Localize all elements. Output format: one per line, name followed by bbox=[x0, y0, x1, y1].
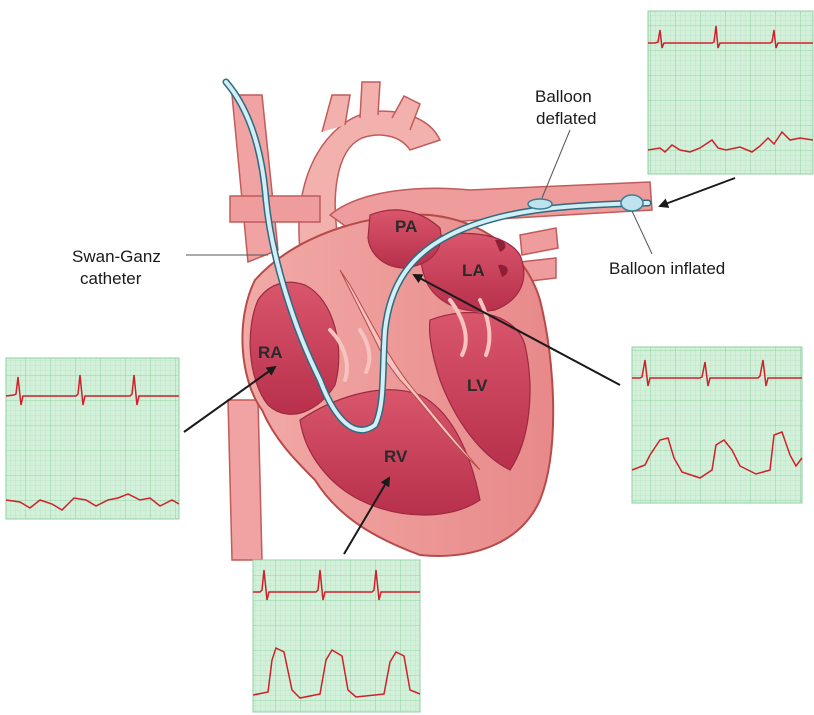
label-la: LA bbox=[462, 261, 485, 280]
callout-swan-ganz-line2: catheter bbox=[80, 269, 142, 288]
trace-panel-top-right bbox=[648, 11, 813, 174]
balloon-deflated-icon bbox=[528, 199, 552, 209]
inferior-vena-cava bbox=[228, 400, 262, 560]
callout-swan-ganz-line1: Swan-Ganz bbox=[72, 247, 161, 266]
callout-balloon-deflated-line1: Balloon bbox=[535, 87, 592, 106]
arrow-to-pa bbox=[660, 178, 735, 206]
trace-panel-left bbox=[6, 358, 179, 519]
label-pa: PA bbox=[395, 217, 417, 236]
balloon-inflated-icon bbox=[621, 195, 643, 211]
trace-panel-bottom bbox=[253, 560, 420, 712]
label-ra: RA bbox=[258, 343, 283, 362]
callout-balloon-inflated: Balloon inflated bbox=[609, 259, 725, 278]
left-pulmonary-branch bbox=[230, 196, 320, 222]
trace-panel-right bbox=[632, 347, 802, 503]
label-rv: RV bbox=[384, 447, 408, 466]
leader-balloon-inflated bbox=[632, 211, 652, 254]
callout-balloon-deflated-line2: deflated bbox=[536, 109, 597, 128]
label-lv: LV bbox=[467, 376, 488, 395]
